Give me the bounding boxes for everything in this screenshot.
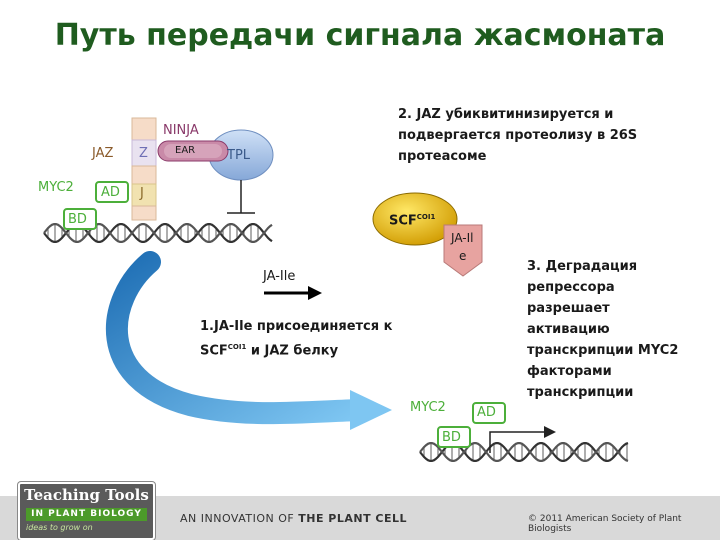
page-title: Путь передачи сигнала жасмоната — [54, 18, 666, 53]
myc2-label-bottom: MYC2 — [410, 400, 446, 415]
ad-domain-top — [95, 181, 129, 203]
pathway-curve-arrow — [105, 251, 371, 425]
tpl-label: TPL — [227, 148, 251, 163]
step2-text: 2. JAZ убиквитинизируется и подвергается… — [398, 107, 638, 164]
transcription-arrow — [489, 431, 544, 453]
myc2-label-top: MYC2 — [38, 180, 74, 195]
ninja-label: NINJA — [163, 123, 199, 138]
ad-label-bottom: AD — [477, 405, 496, 420]
logo-title: Teaching Tools — [24, 486, 149, 504]
bd-domain-top — [63, 208, 97, 230]
scf-label: SCFCOI1 — [389, 213, 436, 229]
jaz-protein — [131, 117, 157, 221]
bd-domain-bottom — [437, 426, 471, 448]
dna-strand — [419, 442, 629, 462]
pathway-arrow-head — [350, 390, 392, 430]
bd-label-bottom: BD — [442, 430, 461, 445]
logo-tagline: ideas to grow on — [26, 523, 93, 532]
ja-ile-label-a: JA-Il — [451, 231, 474, 245]
ja-ile-label-b: e — [459, 249, 467, 263]
j-label: J — [140, 186, 144, 201]
step1-text: 1.JA-Ile присоединяется к SCFCOI1 и JAZ … — [200, 319, 393, 359]
ja-ile-arrow-label: JA-Ile — [263, 269, 296, 284]
dna-strand — [43, 223, 273, 243]
ear-label: EAR — [175, 145, 196, 156]
teaching-tools-logo[interactable]: Teaching Tools IN PLANT BIOLOGY ideas to… — [18, 482, 155, 540]
ja-ile-molecule — [443, 224, 483, 277]
copyright-text: © 2011 American Society of Plant Biologi… — [528, 514, 682, 534]
jaz-label: JAZ — [92, 146, 114, 161]
scf-coi1-complex — [372, 192, 458, 246]
step3-text: 3. Деградация репрессора разрешает актив… — [527, 259, 679, 400]
bd-label-top: BD — [68, 212, 87, 227]
ad-domain-bottom — [472, 402, 506, 424]
innovation-text: AN INNOVATION OF THE PLANT CELL — [180, 512, 408, 525]
z-label: Z — [139, 146, 148, 161]
ad-label-top: AD — [101, 185, 120, 200]
logo-subtitle: IN PLANT BIOLOGY — [26, 508, 147, 521]
